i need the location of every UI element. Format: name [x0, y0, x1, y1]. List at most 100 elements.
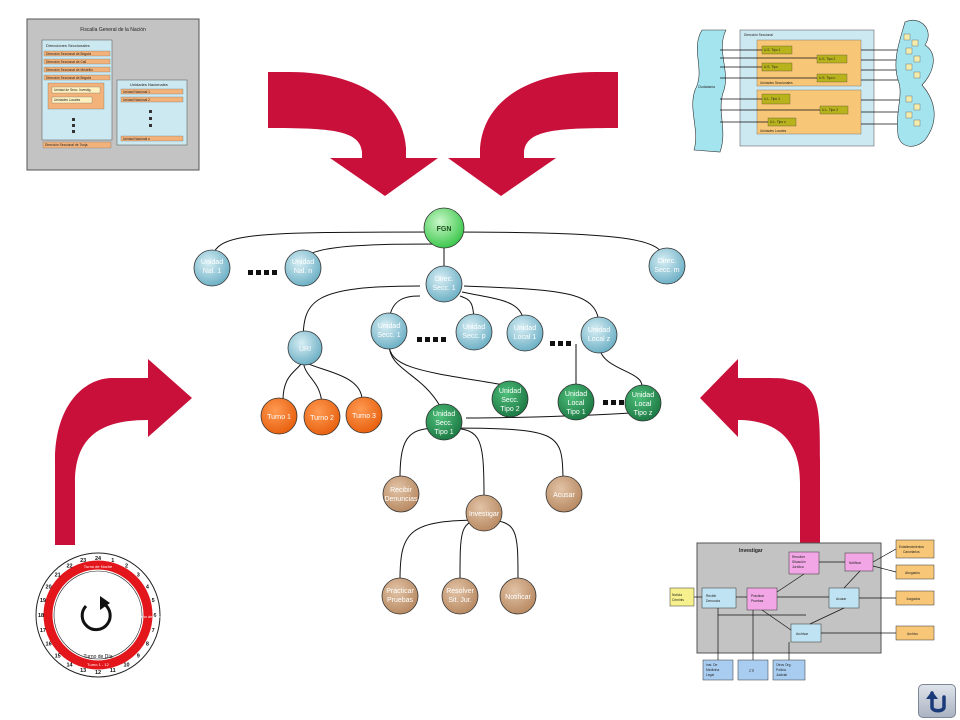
node-resolver-sit-jur-label-1: Resolver — [446, 588, 474, 595]
node-unidad-secc-tipo-1-label-1: Unidad — [433, 411, 455, 418]
node-unidad-local-1[interactable]: Unidad Local 1 — [506, 314, 544, 352]
clock-hour-17: 17 — [40, 628, 46, 634]
thumb-unidad-secc: Unidad de Secc. Investig. — [54, 88, 91, 92]
clock-hour-4: 4 — [146, 585, 150, 591]
flow-bottom-1b: Medicina — [706, 668, 719, 672]
thumb-dir-item-1: Dirección Seccional de Bogotá — [46, 52, 91, 56]
clock-hour-10: 10 — [123, 662, 129, 668]
node-unidad-secc-1-label-2: Secc. 1 — [377, 332, 400, 339]
clock-hour-7: 7 — [152, 628, 155, 634]
flow-recibir-2: Denuncia — [706, 599, 720, 603]
node-notificar[interactable]: Notificar — [499, 577, 537, 615]
node-direc-secc-m-label-1: Direc. — [658, 258, 676, 265]
clock-hour-23: 23 — [80, 558, 86, 564]
back-button[interactable] — [918, 684, 956, 718]
clock-hour-1: 1 — [111, 558, 114, 564]
flow-recibir-1: Recibir — [706, 594, 717, 598]
thumb-dir-item-4: Dirección Seccional de Bogotá — [46, 76, 91, 80]
node-turno-3[interactable]: Turno 3 — [345, 396, 383, 434]
flow-bottom-3a: Otros Org. — [776, 663, 791, 667]
node-unidad-secc-tipo-1[interactable]: Unidad Secc. Tipo 1 — [425, 403, 463, 441]
flow-resolver-2: Situación — [792, 560, 806, 564]
thumbnail-fiscalia-structure: Fiscalía General de la Nación Direccione… — [26, 18, 200, 171]
node-unidad-local-tipo-z-label-1: Unidad — [632, 392, 654, 399]
curved-arrow-top-right — [448, 72, 618, 196]
clock-hour-19: 19 — [40, 598, 46, 604]
clock-hour-12: 12 — [95, 670, 101, 676]
node-unidad-secc-1[interactable]: Unidad Secc. 1 — [370, 312, 408, 350]
node-unidad-nal-n-label-1: Unidad — [292, 259, 314, 266]
flow-noticia-2: Criminis — [672, 598, 684, 602]
node-unidad-nal-1[interactable]: Unidad Nal. 1 — [193, 249, 231, 287]
node-turno-2[interactable]: Turno 2 — [303, 398, 341, 436]
clock-hour-9: 9 — [137, 653, 140, 659]
node-unidad-local-z[interactable]: Unidad Local z — [580, 316, 618, 354]
node-unidad-local-tipo-z[interactable]: Unidad Local Tipo z — [624, 384, 662, 422]
node-unidad-secc-tipo-1-label-3: Tipo 1 — [434, 429, 453, 436]
clock-hour-8: 8 — [146, 642, 149, 648]
clock-hour-11: 11 — [110, 668, 116, 674]
thumb-box-7: U.L. Tipo 2 — [822, 108, 838, 112]
node-direc-secc-m[interactable]: Direc. Secc. m — [648, 247, 686, 285]
flow-title: Investigar — [739, 548, 763, 554]
clock-hour-21: 21 — [55, 573, 61, 579]
node-unidad-local-tipo-1[interactable]: Unidad Local Tipo 1 — [557, 383, 595, 421]
clock-hour-13: 13 — [80, 668, 86, 674]
node-investigar-label: Investigar — [469, 511, 500, 518]
node-turno-1[interactable]: Turno 1 — [260, 397, 298, 435]
node-fgn[interactable]: FGN — [423, 207, 465, 249]
node-investigar[interactable]: Investigar — [465, 494, 503, 532]
org-ellipsis-nal — [248, 270, 277, 275]
thumb-dir-bottom: Dirección Seccional de Tunja — [45, 143, 88, 147]
node-uri[interactable]: URI — [287, 330, 323, 366]
node-direc-secc-m-label-2: Secc. m — [654, 267, 679, 274]
clock-hour-14: 14 — [66, 662, 73, 668]
node-unidad-secc-tipo-2-label-3: Tipo 2 — [500, 406, 519, 413]
flow-bottom-1a: Inst. De — [706, 663, 718, 667]
clock-hour-24: 24 — [95, 556, 102, 562]
curved-arrow-bottom-right — [700, 359, 820, 545]
node-turno-3-label: Turno 3 — [352, 413, 376, 420]
clock-hour-6: 6 — [153, 613, 156, 619]
node-practicar-pruebas-label-1: Practicar — [386, 588, 414, 595]
node-unidad-local-z-label-1: Unidad — [588, 327, 610, 334]
node-recibir-denuncias-label-2: Denuncias — [384, 496, 418, 503]
node-recibir-denuncias[interactable]: Recibir Denuncias — [382, 475, 420, 513]
node-turno-2-label: Turno 2 — [310, 415, 334, 422]
node-unidad-secc-p[interactable]: Unidad Secc. p — [455, 313, 493, 351]
thumb-box-2: U.S. Tipo 2 — [819, 57, 835, 61]
thumb-box-6: U.L. Tipo 1 — [764, 97, 780, 101]
clock-hour-16: 16 — [46, 642, 52, 648]
curved-arrow-bottom-left — [55, 359, 192, 545]
flow-bottom-3b: Policía — [776, 668, 786, 672]
node-unidad-nal-1-label-2: Nal. 1 — [203, 268, 221, 275]
flow-right-2: Abogados — [905, 571, 920, 575]
node-unidad-nal-n[interactable]: Unidad Nal. n — [284, 249, 322, 287]
node-unidad-local-tipo-z-label-2: Local — [635, 401, 652, 408]
node-uri-label: URI — [299, 346, 311, 353]
node-acusar[interactable]: Acusar — [545, 475, 583, 513]
thumb-unidades-locales: Unidades Locales — [54, 98, 81, 102]
thumb-box-5: Unidades Seccionales — [760, 81, 793, 85]
thumb-unidades-nacionales-title: Unidades Nacionales — [130, 82, 168, 87]
clock-hour-18: 18 — [38, 613, 44, 619]
thumb-fgn-title: Fiscalía General de la Nación — [80, 27, 146, 33]
node-resolver-sit-jur[interactable]: Resolver Sit. Jur. — [441, 577, 479, 615]
node-unidad-local-z-label-2: Local z — [588, 336, 611, 343]
clock-hour-5: 5 — [152, 598, 155, 604]
node-unidad-nal-1-label-1: Unidad — [201, 259, 223, 266]
thumb-ciudadania: Ciudadanía — [698, 85, 715, 89]
node-unidad-secc-tipo-2-label-2: Secc. — [501, 397, 519, 404]
node-direc-secc-1[interactable]: Direc. Secc. 1 — [425, 265, 463, 303]
curved-arrow-top-left — [268, 72, 438, 196]
thumbnail-direccion-seccional: Ciudadanía Dirección Seccional U.S. Tipo… — [692, 20, 935, 153]
node-fgn-label: FGN — [437, 226, 452, 233]
node-resolver-sit-jur-label-2: Sit. Jur. — [448, 597, 471, 604]
node-unidad-secc-tipo-2[interactable]: Unidad Secc. Tipo 2 — [491, 380, 529, 418]
flow-resolver-1: Resolver — [792, 555, 806, 559]
node-unidad-nal-n-label-2: Nal. n — [294, 268, 312, 275]
thumb-box-9: Unidades Locales — [760, 129, 787, 133]
node-unidad-secc-p-label-2: Secc. p — [462, 333, 485, 340]
node-practicar-pruebas[interactable]: Practicar Pruebas — [381, 577, 419, 615]
